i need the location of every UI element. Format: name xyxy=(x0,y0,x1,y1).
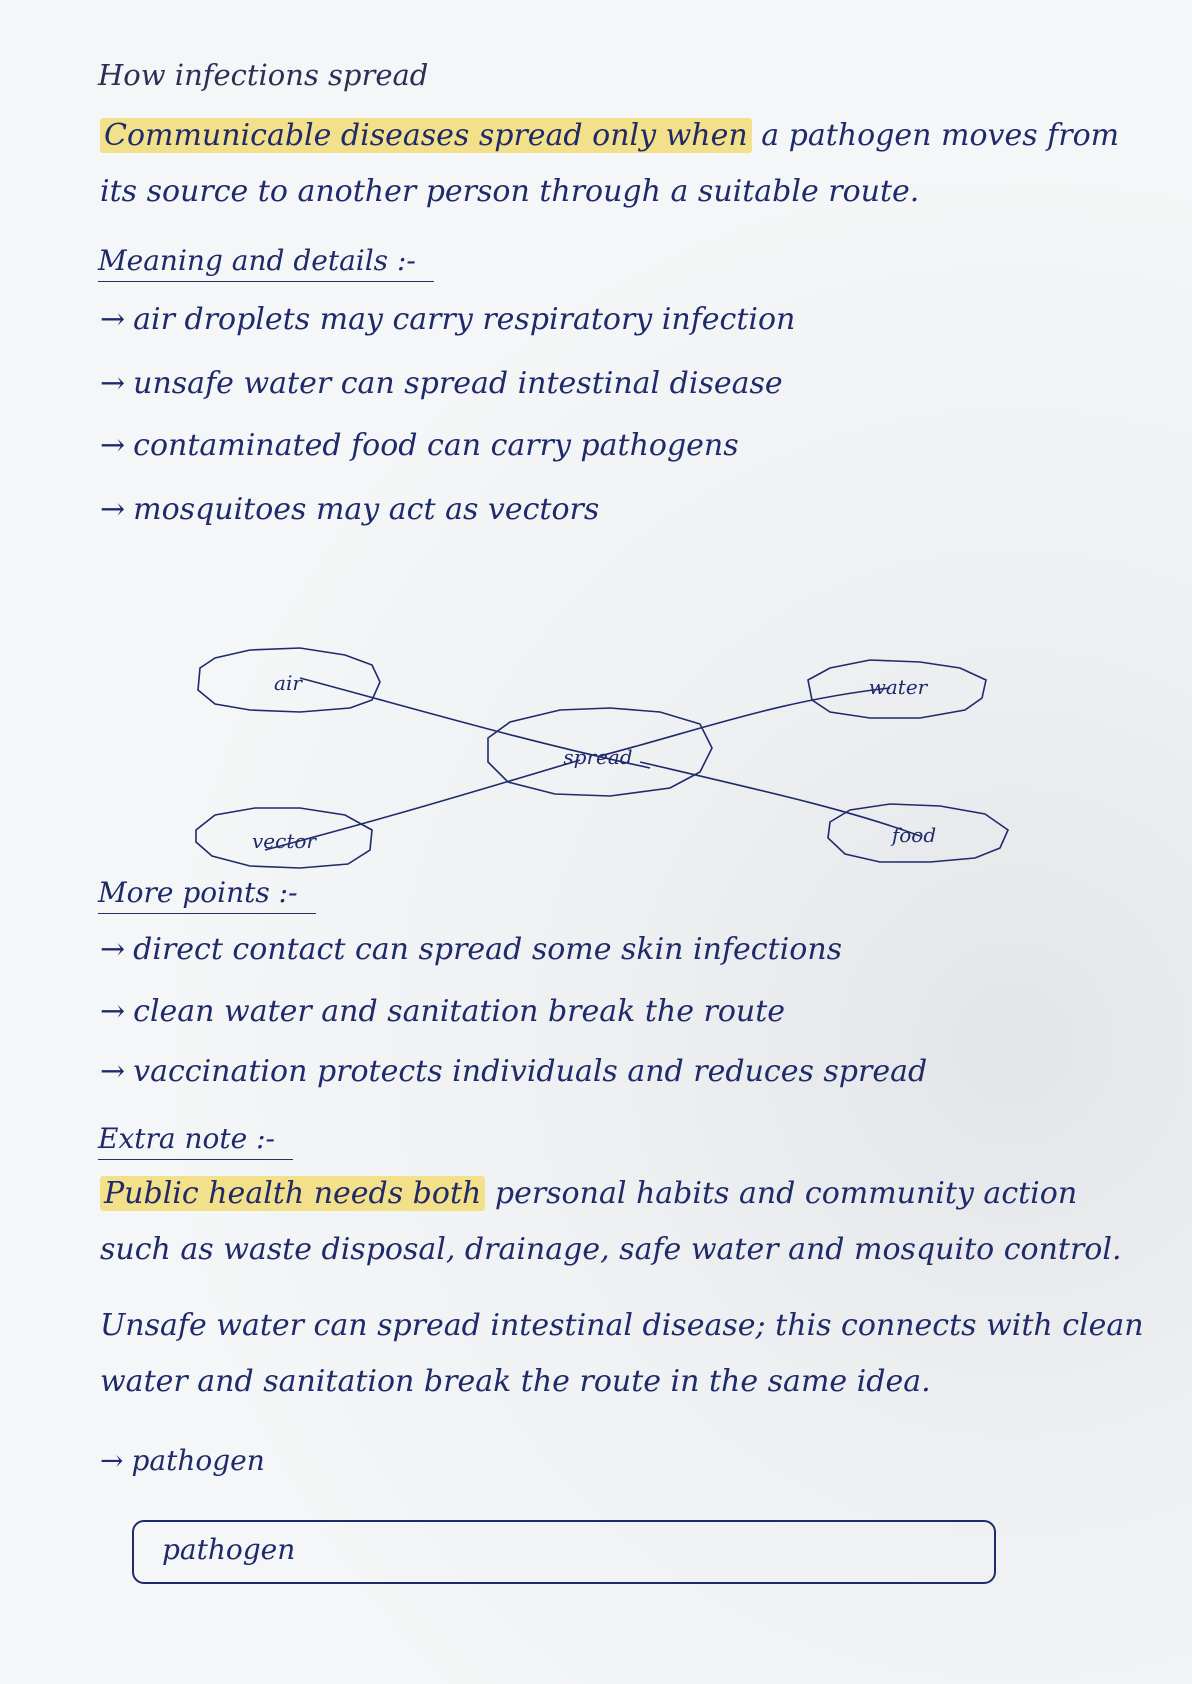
section-heading-more: More points :- xyxy=(98,876,316,914)
node-air: air xyxy=(274,671,303,695)
intro-highlight: Communicable diseases spread only when xyxy=(100,118,752,153)
list-item: →unsafe water can spread intestinal dise… xyxy=(100,366,783,401)
list-item: →mosquitoes may act as vectors xyxy=(100,492,600,527)
connector-air xyxy=(299,677,651,769)
node-center: spread xyxy=(563,745,632,769)
bubble-food xyxy=(827,803,1009,863)
intro-text: a pathogen moves from its source to anot… xyxy=(100,118,1120,209)
section-heading-meaning: Meaning and details :- xyxy=(98,244,434,282)
extra-text: personal habits and community action suc… xyxy=(100,1176,1122,1267)
node-food: food xyxy=(890,823,936,847)
list-item: →vaccination protects individuals and re… xyxy=(100,1054,928,1089)
node-vector: vector xyxy=(252,829,317,853)
bubble-vector xyxy=(195,807,373,869)
connector-vector xyxy=(264,759,581,851)
list-item: →direct contact can spread some skin inf… xyxy=(100,932,843,967)
arrow-icon: → xyxy=(100,994,126,1029)
arrow-icon: → xyxy=(100,1054,126,1089)
list-item: →pathogen xyxy=(100,1444,265,1477)
arrow-icon: → xyxy=(100,366,126,401)
list-item: →contaminated food can carry pathogens xyxy=(100,428,739,463)
bubble-center xyxy=(487,707,713,797)
connector-food xyxy=(639,761,921,837)
section-heading-extra: Extra note :- xyxy=(98,1122,293,1160)
arrow-icon: → xyxy=(100,1444,124,1477)
keyword-box xyxy=(132,1520,996,1584)
keyword-box-label: pathogen xyxy=(162,1533,296,1566)
extra-paragraph: Public health needs both personal habits… xyxy=(100,1166,1150,1278)
intro-paragraph: Communicable diseases spread only when a… xyxy=(100,108,1150,220)
arrow-icon: → xyxy=(100,932,126,967)
bubble-water xyxy=(807,659,987,719)
list-item: →clean water and sanitation break the ro… xyxy=(100,994,786,1029)
page-title: How infections spread xyxy=(98,58,429,92)
node-water: water xyxy=(869,675,929,699)
connector-water xyxy=(599,687,891,757)
list-item: →air droplets may carry respiratory infe… xyxy=(100,302,796,337)
arrow-icon: → xyxy=(100,428,126,463)
arrow-icon: → xyxy=(100,302,126,337)
bubble-air xyxy=(197,647,381,713)
arrow-icon: → xyxy=(100,492,126,527)
extra-highlight: Public health needs both xyxy=(100,1176,486,1211)
extra-note: Unsafe water can spread intestinal disea… xyxy=(100,1308,1144,1399)
